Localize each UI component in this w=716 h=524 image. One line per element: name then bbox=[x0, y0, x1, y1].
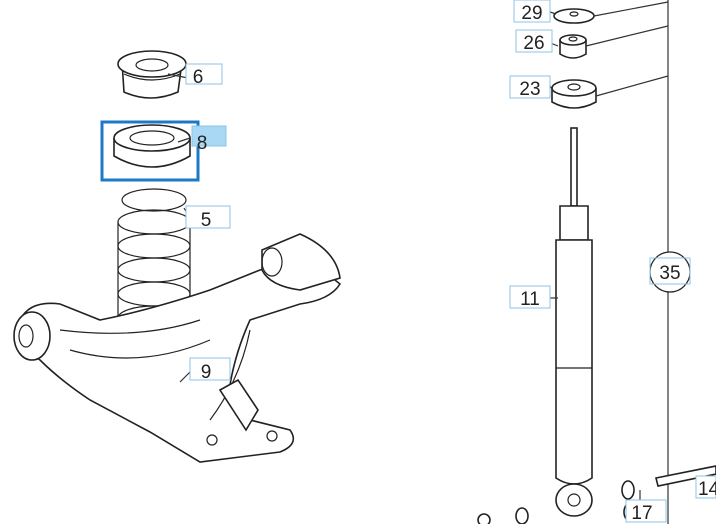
callout-9[interactable]: 9 bbox=[189, 357, 231, 383]
callout-5[interactable]: 5 bbox=[185, 205, 231, 231]
callout-35-label: 35 bbox=[659, 263, 680, 284]
part-14-bolt[interactable] bbox=[655, 465, 716, 487]
callout-23[interactable]: 23 bbox=[509, 75, 551, 100]
part-23-bushing[interactable] bbox=[551, 79, 597, 109]
part-8-spring-pad[interactable] bbox=[113, 124, 191, 168]
leader-lines bbox=[167, 1, 669, 502]
callout-8[interactable]: 8 bbox=[191, 125, 227, 154]
lower-control-arm[interactable] bbox=[13, 233, 342, 463]
callout-6[interactable]: 6 bbox=[185, 63, 223, 88]
callout-29[interactable]: 29 bbox=[513, 0, 551, 24]
callout-29-label: 29 bbox=[521, 3, 542, 24]
callout-17[interactable]: 17 bbox=[625, 499, 667, 524]
part-26-bushing[interactable] bbox=[559, 34, 587, 59]
callout-5-label: 5 bbox=[201, 210, 212, 231]
callout-14-label: 14 bbox=[698, 479, 716, 500]
callout-6-label: 6 bbox=[193, 67, 204, 88]
callout-9-label: 9 bbox=[201, 362, 212, 383]
callout-26-label: 26 bbox=[523, 33, 544, 54]
callout-11[interactable]: 11 bbox=[509, 285, 551, 310]
part-29-washer[interactable] bbox=[553, 8, 595, 24]
callout-17-label: 17 bbox=[631, 503, 652, 524]
callout-35[interactable]: 35 bbox=[649, 251, 691, 293]
callout-26[interactable]: 26 bbox=[515, 29, 553, 54]
selection-frame[interactable] bbox=[100, 120, 200, 182]
callout-11-label: 11 bbox=[520, 289, 540, 310]
callout-14[interactable]: 14 bbox=[695, 475, 716, 500]
callout-23-label: 23 bbox=[519, 79, 540, 100]
part-6-spring-mount[interactable] bbox=[117, 50, 187, 99]
part-11-shock-absorber[interactable] bbox=[555, 127, 593, 517]
callout-8-label: 8 bbox=[197, 133, 208, 154]
